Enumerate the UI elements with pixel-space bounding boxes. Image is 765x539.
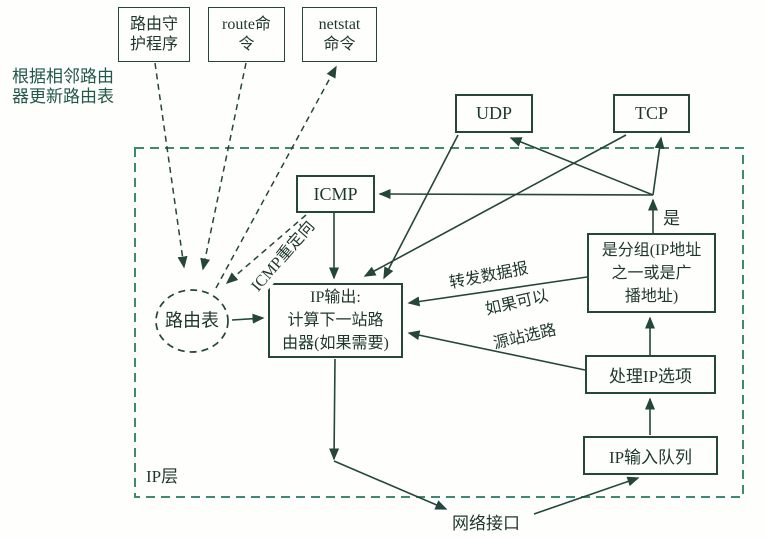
- edge-routing-table-to-ip-output: [231, 313, 265, 324]
- edge-tcp-to-ip-output: [363, 134, 627, 277]
- edge-demux-junction-to-tcp: [652, 136, 665, 196]
- node-routing-daemon: 路由守 护程序: [118, 7, 190, 62]
- node-netstat-command: netstat 命令: [302, 7, 377, 62]
- edge-ip-output-down: [329, 358, 340, 461]
- edge-routing-daemon-to-routing-table: [154, 62, 188, 269]
- edge-route-cmd-to-routing-table: [200, 62, 247, 271]
- node-is-packet-address: 是分组(IP地址 之一或是广 播地址): [587, 233, 716, 313]
- node-process-ip-options: 处理IP选项: [585, 355, 716, 394]
- edge-process-options-to-ip-output-source-route: [407, 330, 586, 371]
- edge-demux-junction-to-udp: [509, 137, 654, 196]
- update-routing-table-note: 根据相邻路由 器更新路由表: [12, 67, 114, 106]
- ip-layer-label: IP层: [146, 467, 179, 486]
- edge-udp-to-ip-output: [383, 134, 459, 280]
- node-route-command: route命 令: [208, 7, 285, 62]
- edge-demux-junction-to-icmp: [378, 189, 654, 200]
- ip-layer-boundary: [134, 147, 744, 498]
- node-ip-output: IP输出: 计算下一站路 由器(如果需要): [268, 283, 403, 358]
- edge-network-interface-to-input-queue: [533, 476, 640, 515]
- node-tcp: TCP: [613, 94, 690, 133]
- routing-table-circle: [155, 289, 229, 353]
- yes-label: 是: [663, 209, 680, 228]
- edge-is-packet-to-ip-output-forward: [407, 276, 588, 307]
- node-icmp: ICMP: [296, 175, 375, 213]
- network-interface-label: 网络接口: [452, 514, 520, 533]
- edge-icmp-redirect-to-routing-table: [225, 214, 307, 284]
- node-ip-input-queue: IP输入队列: [583, 436, 718, 475]
- node-routing-table-label: 路由表: [165, 310, 219, 331]
- edge-to-network-interface: [333, 460, 448, 510]
- node-udp: UDP: [455, 94, 533, 133]
